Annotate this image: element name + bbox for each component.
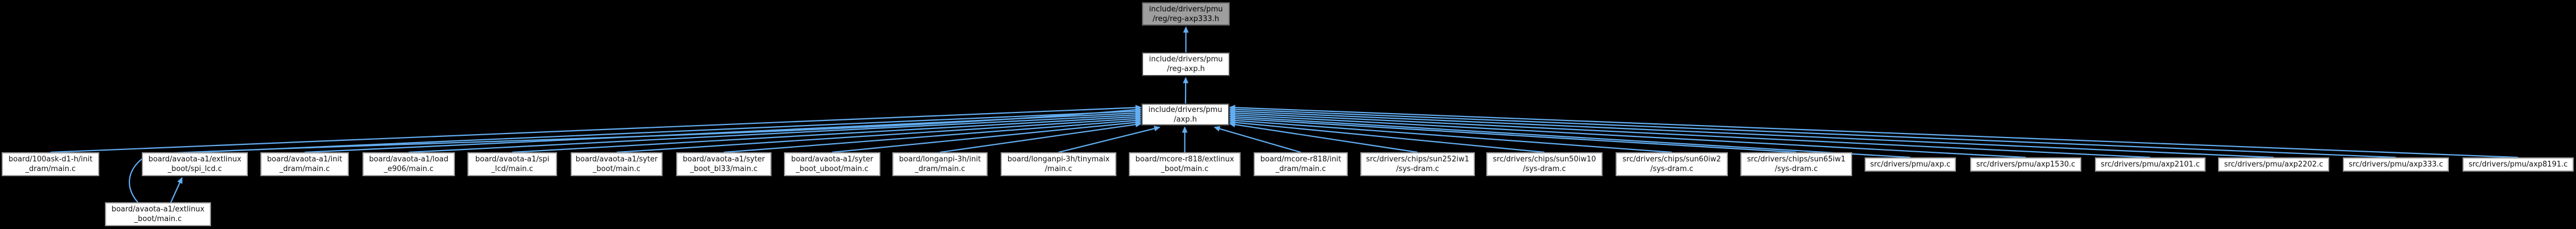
node-label-line: include/drivers/pmu [1148, 105, 1222, 114]
graph-node-c-sun65iw1[interactable]: src/drivers/chips/sun65iw1/sys-dram.c [1740, 152, 1852, 176]
node-label-line: src/drivers/chips/sun50iw10 [1493, 155, 1596, 164]
node-label-line: src/drivers/chips/sun60iw2 [1622, 155, 1721, 164]
node-label-line: board/mcore-r818/init [1260, 155, 1342, 164]
node-label-line: _e906/main.c [383, 165, 434, 173]
include-edge [512, 114, 1142, 153]
graph-node-reg-axp333[interactable]: include/drivers/pmu/reg/reg-axp333.h [1142, 2, 1230, 26]
node-label-line: _dram/main.c [25, 165, 76, 173]
include-edge [1229, 108, 2274, 159]
node-label-line: include/drivers/pmu [1149, 5, 1223, 14]
node-label-line: src/drivers/pmu/axp1530.c [1976, 160, 2076, 169]
node-label-line: board/avaota-a1/spi [475, 155, 550, 164]
node-label-line: src/drivers/pmu/axp2202.c [2224, 160, 2324, 169]
node-label-line: board/longanpi-3h/init [899, 155, 981, 164]
graph-node-reg-axp[interactable]: include/drivers/pmu/reg-axp.h [1142, 52, 1230, 76]
node-label-line: _dram/main.c [279, 165, 330, 173]
node-label-line: board/avaota-a1/extlinux [111, 205, 205, 214]
include-edge [616, 115, 1142, 153]
node-label-line: /reg-axp.h [1167, 65, 1205, 73]
node-label-line: _dram/main.c [1275, 165, 1326, 173]
graph-node-b-mcore-extlinux[interactable]: board/mcore-r818/extlinux_boot/main.c [1129, 152, 1241, 176]
graph-node-axp[interactable]: include/drivers/pmu/axp.h [1141, 103, 1229, 126]
include-edge [1229, 118, 1672, 153]
graph-node-b-longanpi-tinymaix[interactable]: board/longanpi-3h/tinymaix/main.c [1001, 152, 1116, 176]
graph-node-p-axp2101[interactable]: src/drivers/pmu/axp2101.c [2095, 157, 2206, 172]
node-label-line: /sys-dram.c [1774, 165, 1818, 173]
node-label-line: _boot_bl33/main.c [690, 165, 758, 173]
graph-node-b-avaota-syter-uboot[interactable]: board/avaota-a1/syter_boot_uboot/main.c [784, 152, 880, 176]
graph-node-p-axp1530[interactable]: src/drivers/pmu/axp1530.c [1970, 157, 2081, 172]
graph-node-p-axp333[interactable]: src/drivers/pmu/axp333.c [2343, 157, 2449, 172]
include-edge [1229, 114, 1911, 159]
node-label-line: src/drivers/pmu/axp2101.c [2101, 160, 2200, 169]
graph-node-p-axp8191[interactable]: src/drivers/pmu/axp8191.c [2463, 157, 2574, 172]
node-label-line: _boot/main.c [593, 165, 640, 173]
graph-node-b-avaota-syter-bl33[interactable]: board/avaota-a1/syter_boot_bl33/main.c [676, 152, 771, 176]
include-edge [1229, 110, 2151, 159]
node-label-line: board/mcore-r818/extlinux [1135, 155, 1234, 164]
include-edge [195, 108, 1142, 153]
node-label-line: /axp.h [1174, 115, 1197, 124]
include-edge [170, 177, 183, 203]
include-edge [723, 118, 1142, 153]
include-edge [1229, 112, 2026, 159]
graph-node-b-avaota-extlinux-main[interactable]: board/avaota-a1/extlinux_boot/main.c [105, 202, 211, 226]
node-label-line: /sys-dram.c [1396, 165, 1439, 173]
include-edge [939, 122, 1142, 153]
include-edge [1229, 115, 1797, 153]
graph-node-c-sun252iw1[interactable]: src/drivers/chips/sun252iw1/sys-dram.c [1360, 152, 1475, 176]
include-edge [1058, 126, 1161, 153]
node-label-line: board/avaota-a1/extlinux [148, 155, 242, 164]
graph-node-b-100ask-init-dram[interactable]: board/100ask-d1-h/init_dram/main.c [2, 152, 99, 176]
node-label-line: /reg/reg-axp333.h [1152, 14, 1220, 23]
include-edge [1229, 105, 2519, 159]
include-edge [1229, 122, 1418, 153]
node-label-line: board/100ask-d1-h/init [8, 155, 93, 164]
node-label-line: _boot/spi_lcd.c [167, 165, 222, 173]
graph-node-b-avaota-spi-lcd[interactable]: board/avaota-a1/spi_lcd/main.c [467, 152, 557, 176]
node-label-line: board/avaota-a1/load [369, 155, 449, 164]
graph-node-b-longanpi-init-dram[interactable]: board/longanpi-3h/init_dram/main.c [892, 152, 988, 176]
node-label-line: board/longanpi-3h/tinymaix [1007, 155, 1110, 164]
node-label-line: /sys-dram.c [1523, 165, 1566, 173]
node-label-line: board/avaota-a1/syter [791, 155, 874, 164]
node-label-line: board/avaota-a1/syter [682, 155, 765, 164]
node-label-line: _boot_uboot/main.c [796, 165, 868, 173]
node-label-line: src/drivers/pmu/axp333.c [2349, 160, 2443, 169]
node-label-line: /main.c [1044, 165, 1073, 173]
include-edge [408, 112, 1142, 153]
node-label-line: src/drivers/pmu/axp8191.c [2468, 160, 2568, 169]
include-edge [129, 107, 1142, 203]
include-edge [1229, 119, 1545, 153]
graph-node-p-axp[interactable]: src/drivers/pmu/axp.c [1865, 157, 1956, 172]
node-label-line: src/drivers/pmu/axp.c [1870, 160, 1951, 169]
node-label-line: include/drivers/pmu [1149, 55, 1223, 64]
include-edge [50, 105, 1142, 153]
graph-node-b-avaota-syter-boot[interactable]: board/avaota-a1/syter_boot/main.c [571, 152, 663, 176]
graph-node-p-axp2202[interactable]: src/drivers/pmu/axp2202.c [2218, 157, 2329, 172]
node-label-line: _lcd/main.c [491, 165, 533, 173]
graph-node-c-sun60iw2[interactable]: src/drivers/chips/sun60iw2/sys-dram.c [1616, 152, 1728, 176]
node-label-line: src/drivers/chips/sun252iw1 [1366, 155, 1469, 164]
node-label-line: src/drivers/chips/sun65iw1 [1747, 155, 1846, 164]
include-edge [1229, 106, 2396, 159]
node-label-line: _boot/main.c [134, 215, 182, 223]
graph-node-b-avaota-load-e906[interactable]: board/avaota-a1/load_e906/main.c [362, 152, 455, 176]
node-label-line: board/avaota-a1/init [267, 155, 343, 164]
node-label-line: _dram/main.c [914, 165, 966, 173]
graph-node-b-avaota-init-dram[interactable]: board/avaota-a1/init_dram/main.c [260, 152, 349, 176]
node-label-line: /sys-dram.c [1650, 165, 1693, 173]
include-edge [832, 119, 1142, 153]
graph-node-b-mcore-init-dram[interactable]: board/mcore-r818/init_dram/main.c [1254, 152, 1348, 176]
node-label-line: board/avaota-a1/syter [575, 155, 658, 164]
graph-node-b-avaota-extlinux-spilcd[interactable]: board/avaota-a1/extlinux_boot/spi_lcd.c [142, 152, 248, 176]
graph-node-c-sun50iw10[interactable]: src/drivers/chips/sun50iw10/sys-dram.c [1486, 152, 1603, 176]
node-label-line: _boot/main.c [1161, 165, 1209, 173]
include-edge [1213, 126, 1301, 153]
